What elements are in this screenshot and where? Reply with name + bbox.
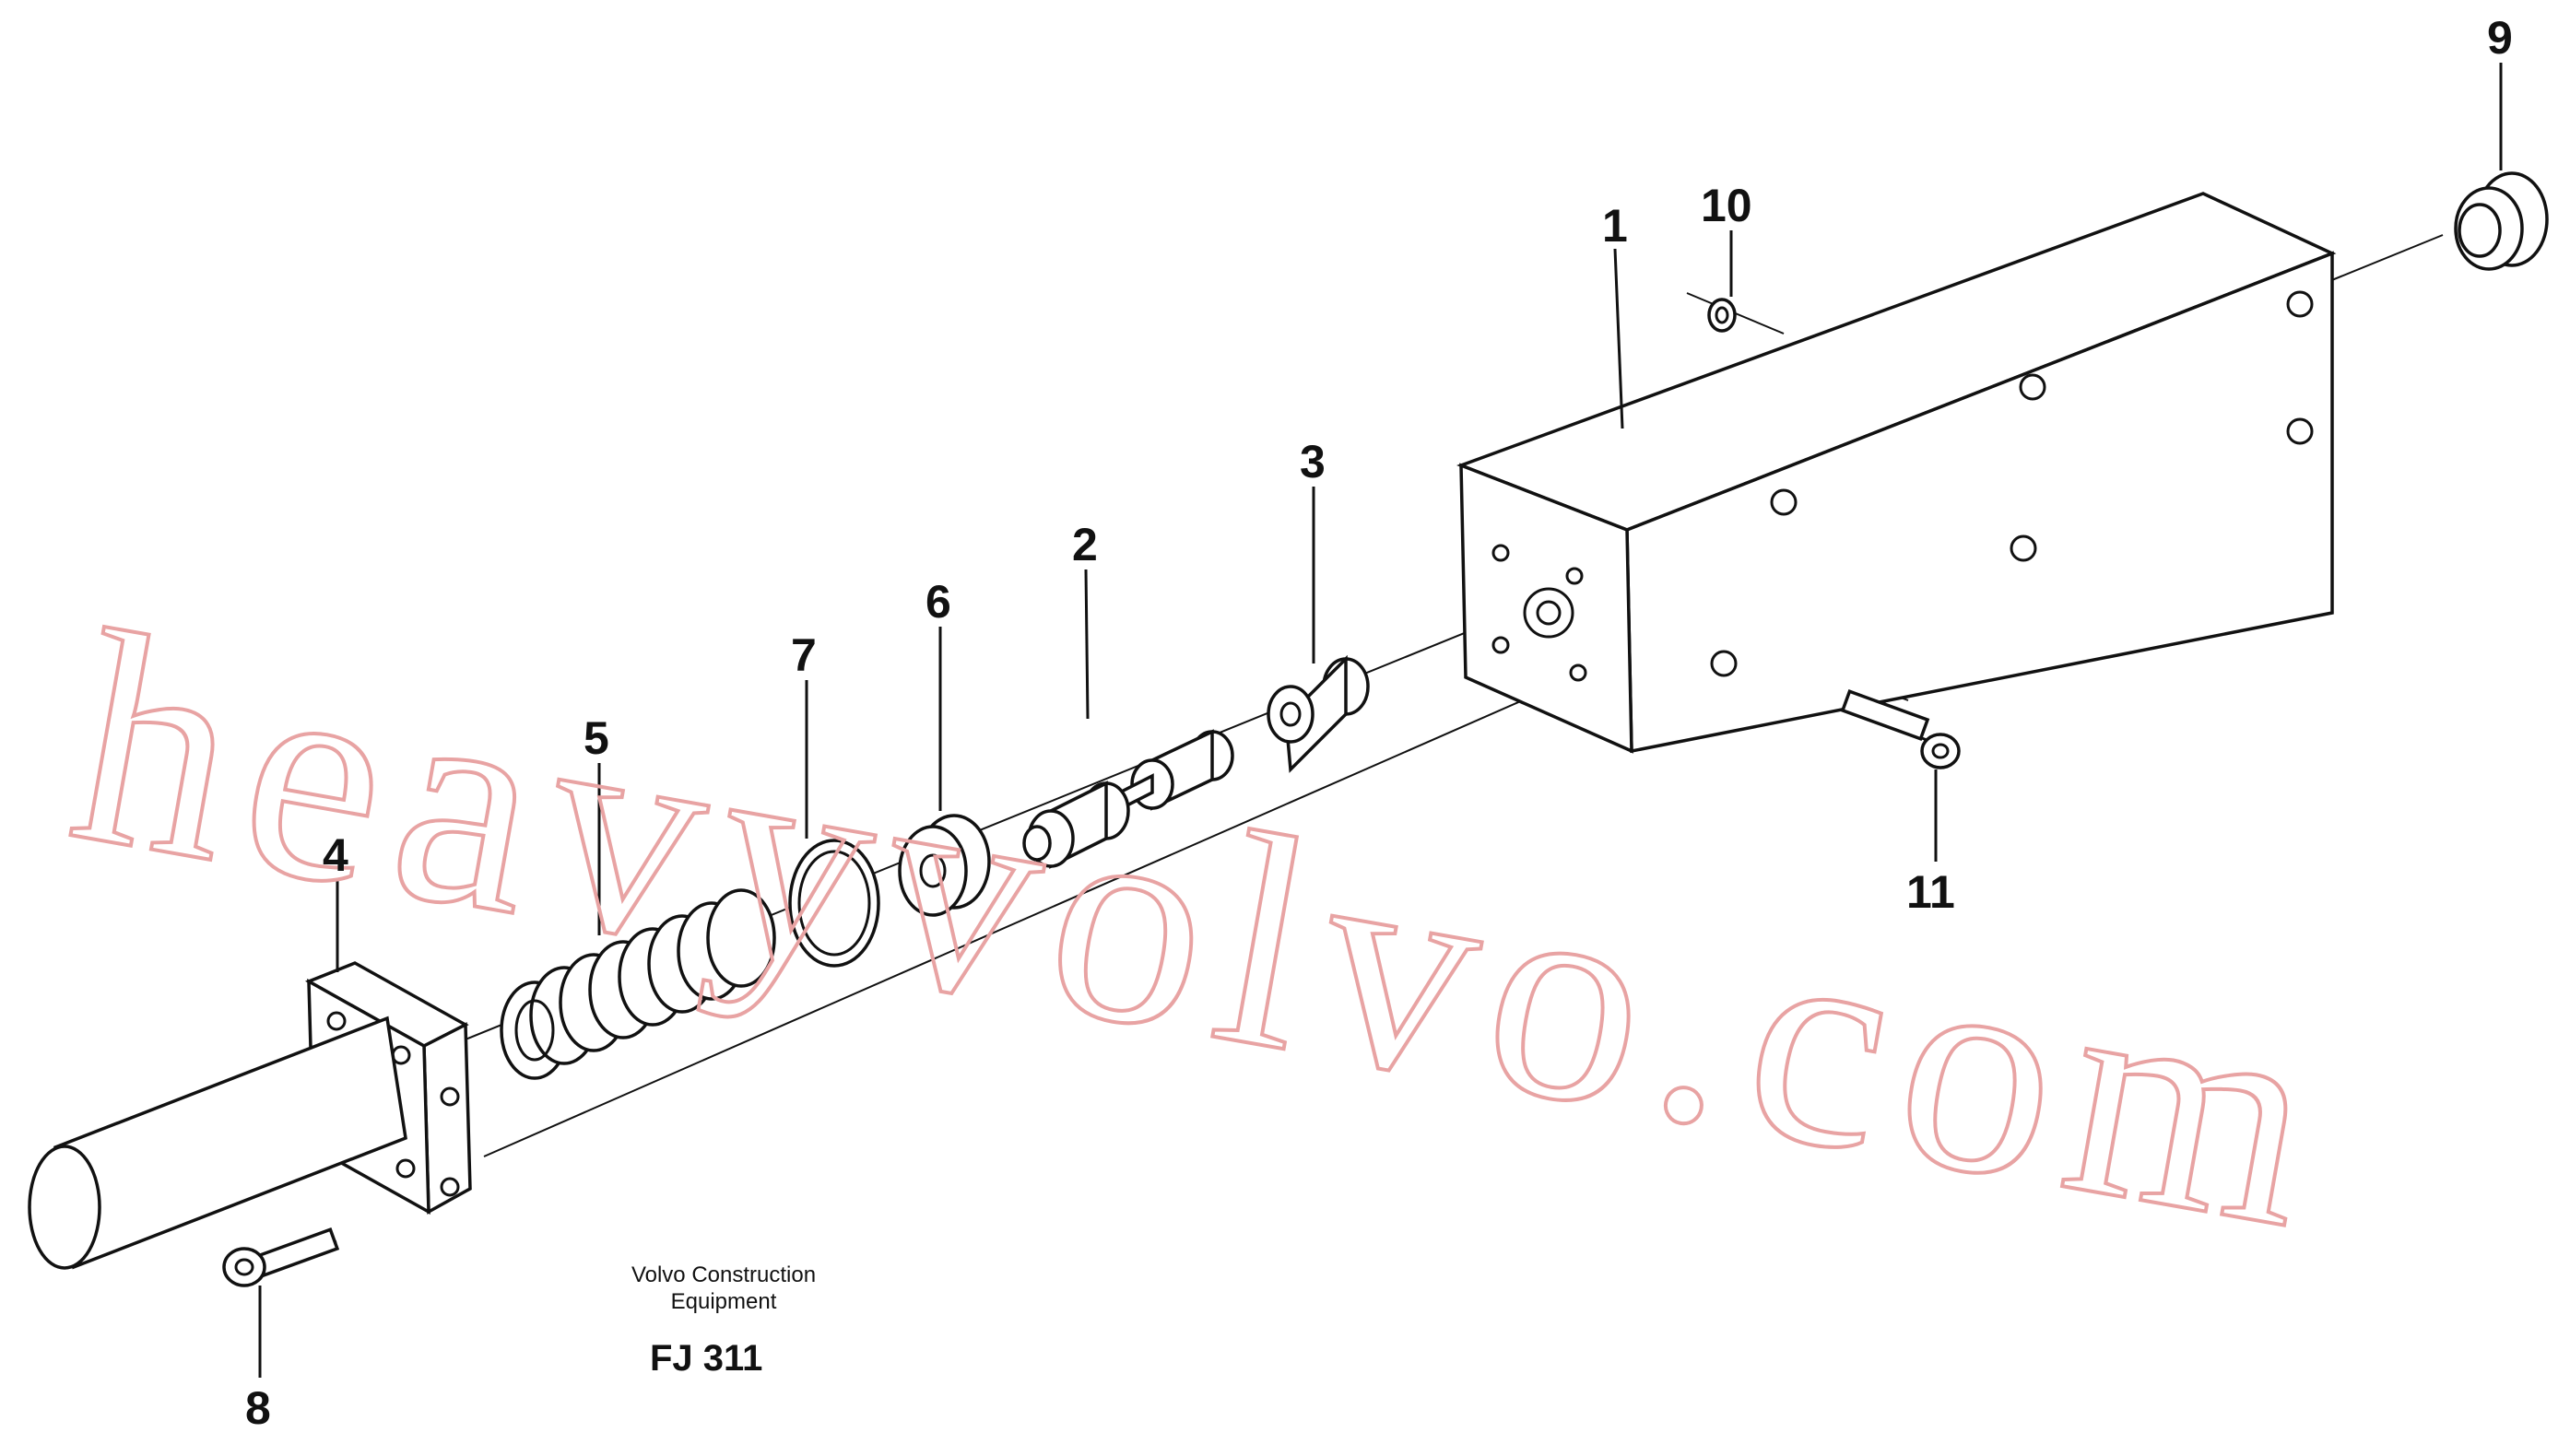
callout-10: 10	[1701, 180, 1752, 231]
cap-screw	[222, 1227, 340, 1287]
spacer-washer	[898, 814, 991, 917]
valve-housing-block	[1456, 192, 2337, 754]
caption-line-1: Volvo Construction	[631, 1262, 816, 1287]
callout-8: 8	[245, 1382, 271, 1434]
end-cap-flange	[28, 961, 472, 1270]
callout-7: 7	[791, 629, 817, 681]
valve-piston	[1267, 654, 1370, 773]
callout-11: 11	[1906, 866, 1955, 918]
callout-numbers: 1 2 3 4 5 6 7 8 9 10 11	[245, 12, 2513, 1434]
large-seal-ring	[788, 839, 880, 968]
figure-caption: Volvo Construction Equipment FJ 311	[631, 1262, 816, 1379]
callout-9: 9	[2487, 12, 2513, 64]
callout-2: 2	[1072, 519, 1098, 570]
callout-leaders	[258, 63, 2503, 1378]
callout-6: 6	[925, 576, 951, 628]
plug-part	[2454, 171, 2549, 271]
caption-line-2: Equipment	[671, 1289, 777, 1314]
small-seal-ring	[1707, 298, 1737, 333]
callout-4: 4	[323, 829, 348, 881]
callout-3: 3	[1300, 436, 1326, 487]
callout-5: 5	[584, 712, 609, 764]
compression-spring	[500, 888, 776, 1080]
callout-1: 1	[1602, 200, 1628, 252]
housing-screw	[1840, 689, 1961, 769]
figure-code: FJ 311	[650, 1338, 762, 1379]
valve-spool	[1022, 729, 1234, 869]
